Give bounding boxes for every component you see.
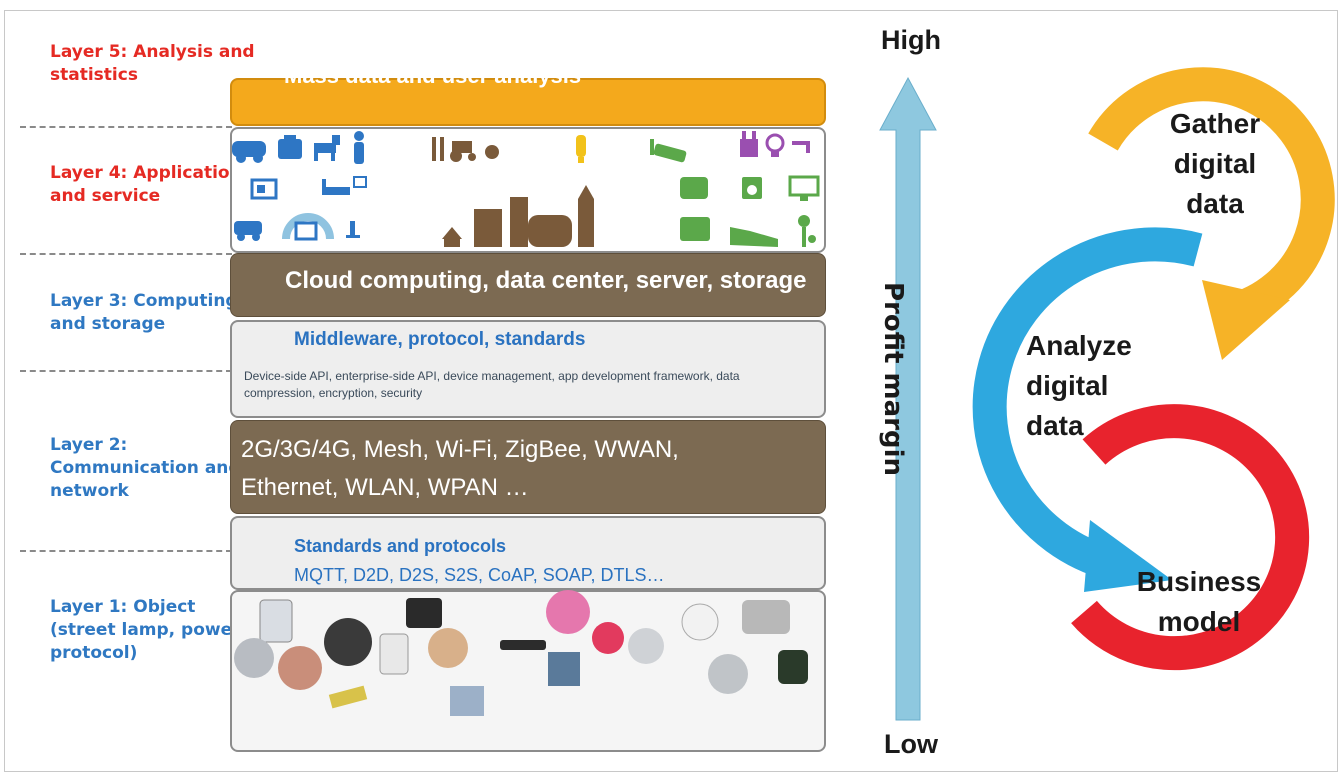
power-meter-icon bbox=[708, 654, 748, 694]
building-icon bbox=[474, 209, 502, 247]
objects-band bbox=[230, 590, 826, 752]
wallet-icon bbox=[680, 217, 710, 241]
cable-icon bbox=[500, 640, 546, 650]
hand-icon bbox=[278, 646, 322, 690]
car-icon bbox=[232, 141, 266, 163]
molecule-icon bbox=[592, 622, 624, 654]
axis-low-label: Low bbox=[884, 729, 938, 759]
person-icon bbox=[354, 131, 364, 164]
lamp-icon bbox=[576, 135, 586, 163]
monitor-icon bbox=[788, 175, 820, 201]
middleware-title: Middleware, protocol, standards bbox=[294, 329, 586, 350]
calendar-icon bbox=[740, 131, 758, 157]
church-icon bbox=[510, 185, 594, 247]
bulb-icon bbox=[765, 133, 785, 157]
analyze-digital-data-text: Analyze digital data bbox=[1026, 330, 1132, 441]
middleware-description: Device-side API, enterprise-side API, de… bbox=[244, 369, 740, 400]
watch-icon bbox=[324, 618, 372, 666]
tablet-icon bbox=[406, 598, 442, 628]
middleware-band: Middleware, protocol, standards Device-s… bbox=[230, 320, 826, 418]
standards-title: Standards and protocols bbox=[294, 536, 507, 556]
divider-3-2 bbox=[20, 370, 232, 372]
microscope-icon bbox=[346, 221, 360, 238]
meter-icon bbox=[282, 213, 334, 241]
analyze-arc bbox=[972, 227, 1203, 581]
wheat-icon bbox=[432, 137, 444, 161]
divider-5-4 bbox=[20, 126, 232, 128]
standards-band: Standards and protocols MQTT, D2D, D2S, … bbox=[230, 516, 826, 590]
cloud-text: Cloud computing, data center, server, st… bbox=[285, 267, 807, 294]
shoe-icon bbox=[730, 227, 778, 247]
suitcase-icon bbox=[278, 135, 302, 159]
bed-icon bbox=[322, 176, 367, 195]
camera-lens-icon bbox=[234, 638, 274, 678]
gather-arc bbox=[1088, 67, 1335, 328]
business-cycle-diagram bbox=[972, 67, 1335, 671]
plant-icon bbox=[798, 215, 816, 247]
speaker-icon bbox=[742, 600, 790, 634]
hemisphere-icon bbox=[428, 628, 468, 668]
panel-icon bbox=[450, 686, 484, 716]
badge-icon bbox=[546, 590, 590, 634]
network-line-2: Ethernet, WLAN, WPAN … bbox=[241, 474, 529, 501]
mass-data-text: Mass data and user analysis bbox=[284, 63, 582, 88]
layer-2-label: Layer 2: Communication and network bbox=[50, 435, 241, 501]
layer-4-label: Layer 4: Application and service bbox=[50, 163, 242, 206]
diagram-frame bbox=[4, 10, 1338, 772]
business-model-text: Business model bbox=[1136, 566, 1262, 637]
layer-5-label: Layer 5: Analysis and statistics bbox=[50, 42, 255, 85]
tap-icon bbox=[792, 141, 810, 153]
gather-digital-data-text: Gather digital data bbox=[1169, 108, 1261, 219]
sofa-icon bbox=[680, 177, 708, 199]
profit-arrow bbox=[879, 76, 937, 721]
cloud-band: Cloud computing, data center, server, st… bbox=[230, 253, 826, 317]
photo-icon bbox=[250, 178, 278, 200]
binoculars-icon bbox=[778, 650, 808, 684]
network-line-1: 2G/3G/4G, Mesh, Wi-Fi, ZigBee, WWAN, bbox=[241, 436, 679, 463]
object-photos bbox=[234, 590, 808, 716]
gather-arrow-head bbox=[1202, 280, 1290, 360]
layer-1-label: Layer 1: Object (street lamp, power, pro… bbox=[50, 597, 245, 663]
van-icon bbox=[234, 221, 262, 241]
smoke-detector-icon bbox=[681, 603, 719, 641]
layer-3-label: Layer 3: Computing and storage bbox=[50, 291, 238, 334]
divider-2-1 bbox=[20, 550, 232, 552]
screen-icon bbox=[548, 652, 580, 686]
application-icons bbox=[232, 131, 820, 247]
device-icon bbox=[379, 633, 409, 675]
analyze-arrow-head bbox=[1084, 520, 1172, 592]
dog-icon bbox=[314, 135, 340, 161]
camera-icon bbox=[650, 139, 687, 163]
profit-margin-label: Profit margin bbox=[878, 282, 908, 476]
house-icon bbox=[442, 227, 462, 247]
drop-icon bbox=[485, 145, 499, 159]
mass-data-band: Mass data and user analysis bbox=[230, 63, 826, 126]
thermostat-icon bbox=[259, 599, 293, 643]
washer-icon bbox=[742, 177, 762, 199]
divider-4-3 bbox=[20, 253, 232, 255]
application-icons-band bbox=[230, 127, 826, 253]
network-band: 2G/3G/4G, Mesh, Wi-Fi, ZigBee, WWAN, Eth… bbox=[230, 420, 826, 514]
tractor-icon bbox=[450, 141, 476, 162]
business-arc bbox=[1071, 404, 1310, 671]
axis-high-label: High bbox=[881, 25, 941, 55]
standards-list: MQTT, D2D, D2S, S2S, CoAP, SOAP, DTLS… bbox=[294, 565, 665, 585]
sensor-icon bbox=[628, 628, 664, 664]
card-icon bbox=[328, 685, 368, 709]
